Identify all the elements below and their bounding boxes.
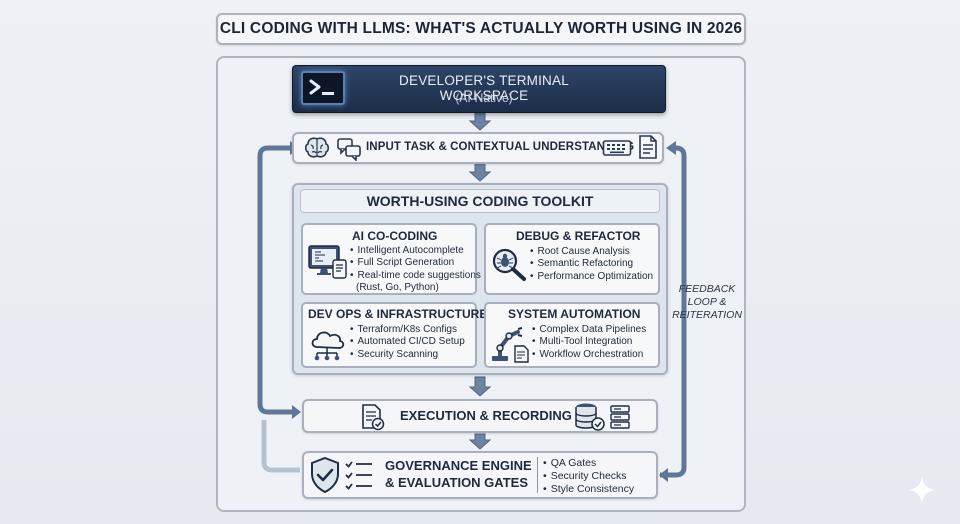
card-system-automation-item: Workflow Orchestration [532, 349, 646, 361]
card-ai-co-coding-item: (Rust, Go, Python) [356, 281, 439, 293]
terminal-icon [301, 71, 345, 105]
governance-divider [537, 457, 538, 493]
card-ai-co-coding-item: Real-time code suggestions [350, 270, 481, 282]
left-loop-arrowhead [292, 405, 301, 419]
card-debug-refactor-item: Performance Optimization [530, 271, 654, 283]
chat-bubbles-icon [336, 137, 362, 166]
left-loop-governance [261, 420, 300, 473]
terminal-title: DEVELOPER'S TERMINAL WORKSPACE [399, 73, 569, 103]
feedback-line3: REITERATION [672, 309, 742, 321]
governance-title-line1: GOVERNANCE ENGINE [385, 458, 532, 473]
database-check-icon [573, 402, 607, 437]
card-devops-infrastructure-list: Terraform/K8s Configs Automated CI/CD Se… [350, 324, 465, 361]
card-ai-co-coding-item: Intelligent Autocomplete [350, 245, 481, 257]
card-devops-infrastructure-item: Security Scanning [350, 349, 465, 361]
shield-check-icon [309, 456, 341, 499]
card-system-automation-item: Multi-Tool Integration [532, 336, 646, 348]
card-devops-infrastructure-title: DEV OPS & INFRASTRUCTURE [308, 307, 488, 321]
server-stack-icon [609, 404, 631, 435]
card-system-automation-list: Complex Data Pipelines Multi-Tool Integr… [532, 324, 647, 361]
card-debug-refactor-item: Root Cause Analysis [530, 246, 653, 258]
down-arrows [468, 112, 492, 450]
toolkit-title: WORTH-USING CODING TOOLKIT [300, 189, 660, 213]
input-stage-label: INPUT TASK & CONTEXTUAL UNDERSTANDING [366, 141, 635, 153]
document-icon [638, 134, 658, 165]
checklist-document-icon [360, 403, 386, 436]
card-ai-co-coding-title: AI CO-CODING [352, 229, 438, 243]
arrow-execution-to-governance [468, 433, 492, 450]
governance-item: Security Checks [543, 470, 634, 483]
card-debug-refactor-item: Semantic Refactoring [530, 258, 653, 270]
code-monitor-icon [307, 244, 349, 287]
feedback-loop-arrowhead [666, 141, 676, 155]
bug-magnifier-icon [490, 246, 528, 287]
card-ai-co-coding-item: Full Script Generation [350, 257, 481, 269]
card-debug-refactor-list: Root Cause Analysis Semantic Refactoring… [530, 246, 654, 283]
checklist-icon [344, 459, 374, 498]
governance-title-line2: & EVALUATION GATES [385, 475, 528, 490]
brain-icon [304, 136, 330, 165]
sparkle-icon [906, 474, 938, 511]
card-devops-infrastructure-item: Terraform/K8s Configs [350, 324, 465, 336]
diagram-title-text: CLI CODING WITH LLMS: WHAT'S ACTUALLY WO… [219, 20, 743, 37]
card-ai-co-coding-list: Intelligent Autocomplete Full Script Gen… [350, 245, 481, 294]
diagram-title: CLI CODING WITH LLMS: WHAT'S ACTUALLY WO… [216, 13, 746, 45]
left-loop-input-to-execution [257, 145, 292, 415]
feedback-loop-label: FEEDBACK LOOP & REITERATION [672, 283, 742, 322]
terminal-workspace-box [292, 65, 666, 113]
arrow-input-to-toolkit [468, 163, 492, 182]
feedback-line2: LOOP & [687, 296, 727, 308]
feedback-loop-bottom-arrowhead [659, 468, 668, 482]
robot-arm-icon [489, 322, 531, 369]
card-debug-refactor-title: DEBUG & REFACTOR [516, 229, 641, 243]
arrow-terminal-to-input [468, 112, 492, 131]
card-system-automation-item: Complex Data Pipelines [532, 324, 647, 336]
governance-list: QA Gates Security Checks Style Consisten… [543, 457, 634, 495]
card-devops-infrastructure-item: Automated CI/CD Setup [350, 336, 465, 348]
feedback-line1: FEEDBACK [678, 283, 736, 295]
arrow-toolkit-to-execution [468, 376, 492, 397]
cloud-network-icon [307, 327, 347, 368]
governance-item: Style Consistency [543, 483, 634, 496]
execution-stage-label: EXECUTION & RECORDING [400, 408, 572, 423]
terminal-subtitle: (AI-Native) [455, 91, 513, 105]
keyboard-icon [602, 138, 632, 163]
card-system-automation-title: SYSTEM AUTOMATION [508, 307, 641, 321]
feedback-loop-line [660, 145, 687, 478]
governance-title: GOVERNANCE ENGINE & EVALUATION GATES [385, 457, 532, 491]
governance-item: QA Gates [543, 457, 634, 470]
